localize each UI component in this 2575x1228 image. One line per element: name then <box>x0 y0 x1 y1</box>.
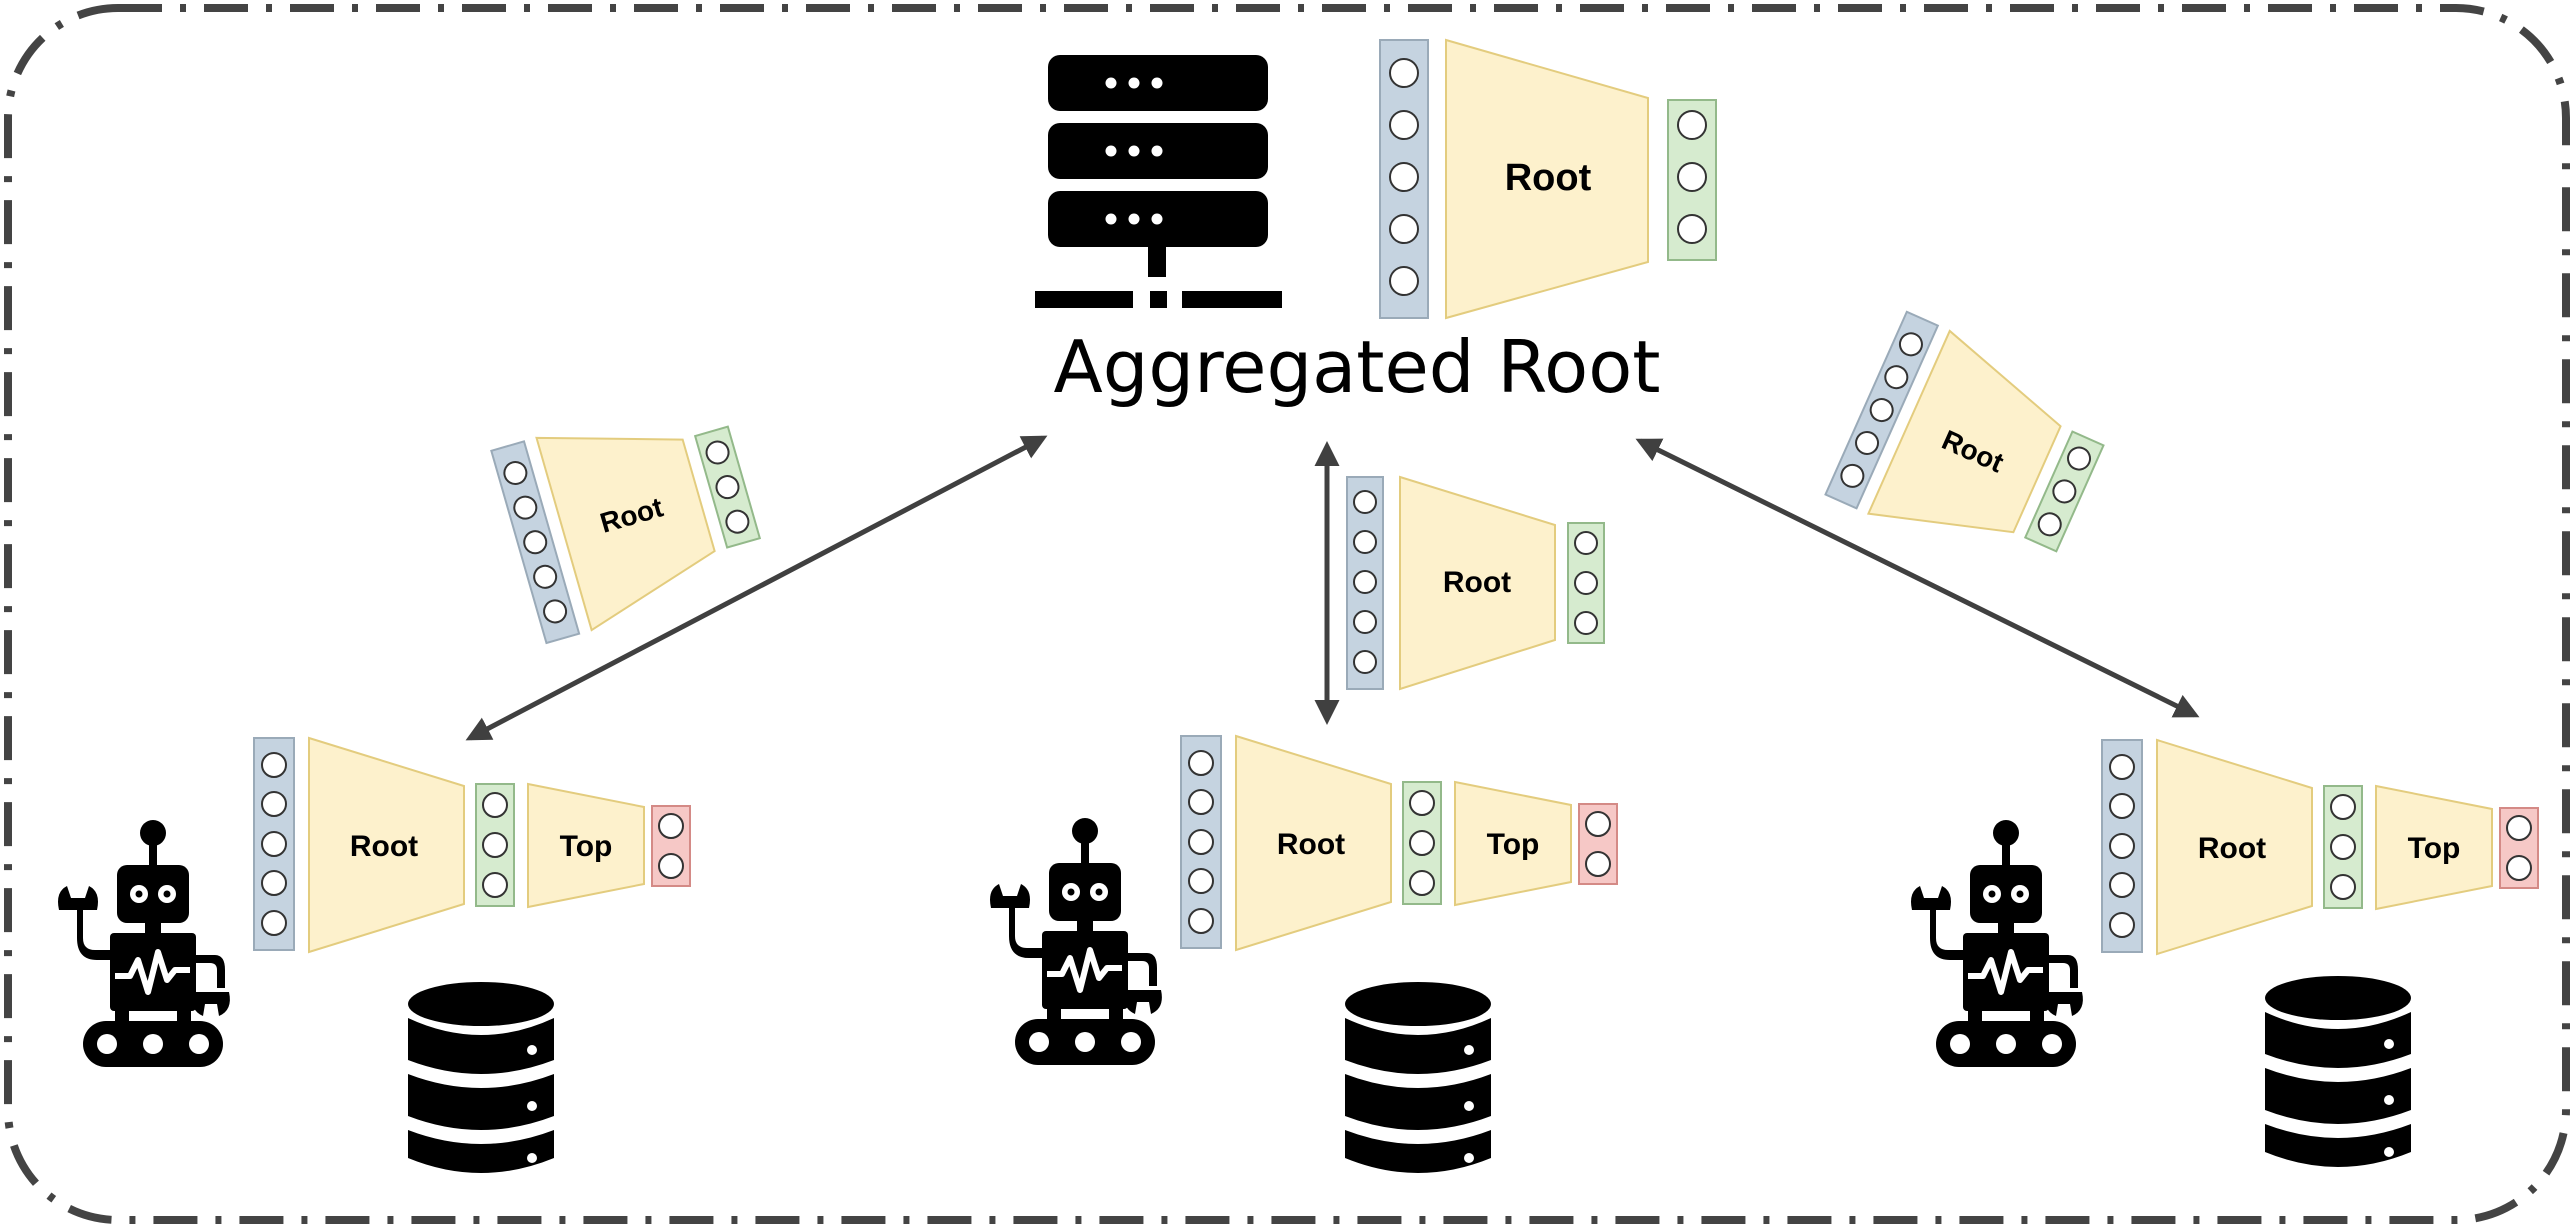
root-block <box>1445 38 1649 320</box>
top-label: Top <box>560 830 613 863</box>
communication-arrows <box>465 435 2200 741</box>
root-label: Root <box>2198 832 2266 865</box>
root-label: Root <box>350 830 418 863</box>
exchanged-model-left: Root <box>490 425 762 645</box>
client-model: Root Top <box>253 736 691 954</box>
root-label: Root <box>1277 828 1345 861</box>
robot-icon <box>990 818 1162 1065</box>
client-3: Root Top <box>1911 738 2539 1167</box>
client-1: Root Top <box>58 736 691 1173</box>
database-icon <box>2265 976 2411 1167</box>
root-label: Root <box>1505 157 1592 199</box>
database-icon <box>408 982 554 1173</box>
top-label: Top <box>1487 828 1540 861</box>
exchanged-model-right: Root <box>1824 310 2105 553</box>
input-neurons <box>1389 58 1419 296</box>
top-label: Top <box>2408 832 2461 865</box>
client-2: Root Top <box>990 734 1618 1173</box>
dashed-border <box>4 4 2570 1224</box>
server-root-model: Root <box>1379 38 1717 320</box>
output-neurons <box>1677 110 1707 244</box>
client-model: Root Top <box>1180 734 1618 952</box>
database-icon <box>1345 982 1491 1173</box>
arrow-right-client <box>1635 438 2200 718</box>
root-label: Root <box>1443 566 1511 599</box>
aggregated-root-title: Aggregated Root <box>1053 325 1660 409</box>
arrow-left-client <box>465 435 1048 741</box>
server-icon <box>1035 55 1282 308</box>
client-model: Root Top <box>2101 738 2539 956</box>
robot-icon <box>58 820 230 1067</box>
robot-icon <box>1911 820 2083 1067</box>
exchanged-model-middle: Root <box>1346 475 1605 691</box>
